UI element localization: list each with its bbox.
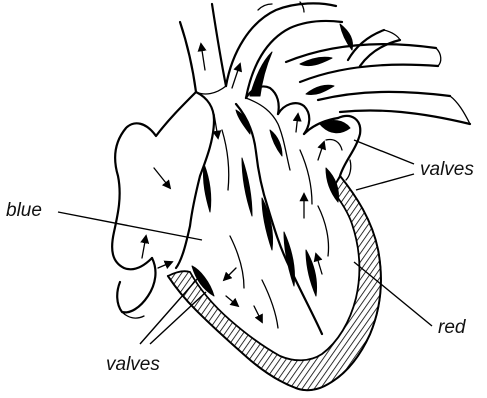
- leader-valves-right-1: [354, 140, 414, 164]
- leader-blue: [58, 212, 202, 240]
- label-blue: blue: [6, 200, 42, 221]
- label-valves-bottom: valves: [106, 354, 160, 375]
- leader-valves-right-2: [356, 174, 414, 190]
- leader-valves-bottom-1: [140, 278, 198, 344]
- great-vessels: [180, 2, 470, 124]
- label-red: red: [438, 317, 467, 338]
- blood-flow-arrows: [142, 114, 324, 322]
- label-valves-right: valves: [420, 159, 474, 180]
